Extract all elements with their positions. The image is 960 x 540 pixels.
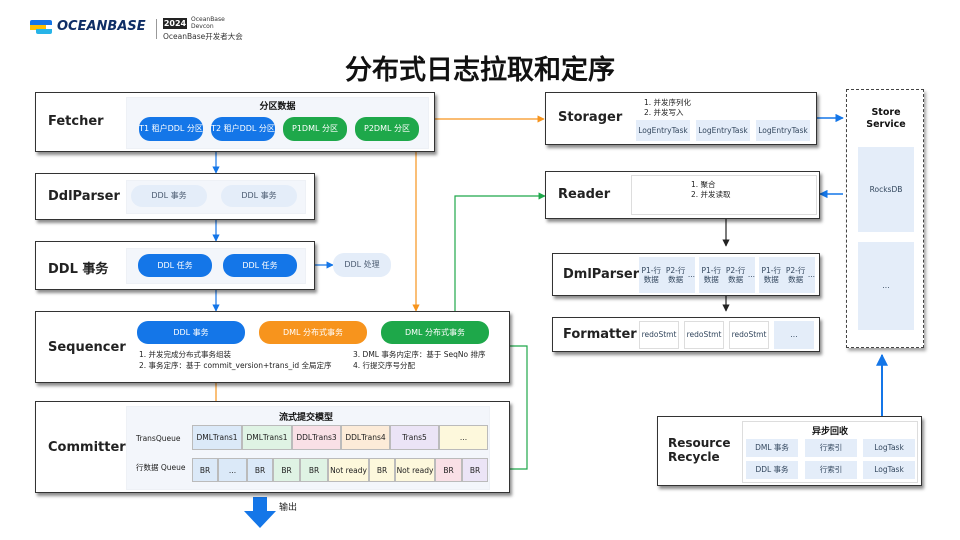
row-cell: Not ready <box>328 458 369 482</box>
sequencer-label: Sequencer <box>48 340 126 355</box>
arrow-sequencer-reader <box>454 192 546 311</box>
reader-note-1: 1. 聚合 <box>691 180 716 189</box>
storager-note-1: 1. 并发序列化 <box>644 98 692 107</box>
row-cell: Not ready <box>395 458 435 482</box>
recycle-item-5: 行索引 <box>805 461 857 479</box>
event-name: OceanBase开发者大会 <box>163 32 243 41</box>
ddltxn-item-2: DDL 任务 <box>223 254 297 277</box>
committer-rowqueue-label: 行数据 Queue <box>136 463 186 472</box>
committer-transqueue-label: TransQueue <box>136 434 181 443</box>
row-cell: BR <box>192 458 218 482</box>
sequencer-item-3: DML 分布式事务 <box>381 321 489 344</box>
committer-heading: 流式提交模型 <box>278 413 333 423</box>
row-cell: ... <box>218 458 247 482</box>
reader-box <box>631 175 817 215</box>
ddlparser-label: DdlParser <box>48 189 120 204</box>
storager-label: Storager <box>558 110 623 125</box>
ddltxn-label: DDL 事务 <box>48 262 109 277</box>
sequencer-item-2: DML 分布式事务 <box>259 321 367 344</box>
sequencer-item-1: DDL 事务 <box>137 321 245 344</box>
recycle-item-6: LogTask <box>863 461 915 479</box>
trans-cell: ... <box>439 425 488 450</box>
output-arrow-icon <box>244 497 276 528</box>
ddlparser-item-2: DDL 事务 <box>221 185 297 207</box>
ddl-process: DDL 处理 <box>333 253 391 277</box>
event-line1: OceanBase <box>191 16 225 23</box>
sequencer-note-4: 4. 行提交序号分配 <box>353 361 416 370</box>
store-item-more: ... <box>858 242 914 330</box>
formatter-label: Formatter <box>563 327 637 342</box>
row-cell: BR <box>462 458 488 482</box>
brand-logo: OCEANBASE <box>30 17 170 39</box>
ddltxn-stage: DDL 事务 DDL 任务 DDL 任务 <box>35 241 315 290</box>
store-item-rocksdb: RocksDB <box>858 147 914 232</box>
page-title: 分布式日志拉取和定序 <box>345 55 615 86</box>
sequencer-note-1: 1. 并发完成分布式事务组装 <box>139 350 232 359</box>
brand-divider <box>156 19 157 39</box>
row-cell: BR <box>273 458 300 482</box>
recycle-item-4: DDL 事务 <box>746 461 798 479</box>
fetcher-heading: 分区数据 <box>259 102 296 112</box>
row-cell: BR <box>435 458 462 482</box>
dmlparser-label: DmlParser <box>563 267 640 282</box>
ddltxn-item-1: DDL 任务 <box>138 254 212 277</box>
row-cell: BR <box>300 458 328 482</box>
formatter-item-4: ... <box>774 321 814 349</box>
trans-cell: Trans5 <box>390 425 439 450</box>
event-line2: Devcon <box>191 23 214 30</box>
logo-text: OCEANBASE <box>57 19 146 34</box>
output-label: 输出 <box>279 503 298 513</box>
recycle-heading: 异步回收 <box>811 427 848 437</box>
reader-label: Reader <box>558 187 611 202</box>
reader-note-2: 2. 并发读取 <box>691 190 731 199</box>
committer-label: Committer <box>48 440 126 455</box>
ddlparser-item-1: DDL 事务 <box>131 185 207 207</box>
row-cell: BR <box>247 458 273 482</box>
recycle-item-3: LogTask <box>863 439 915 457</box>
recycle-item-2: 行索引 <box>805 439 857 457</box>
storager-note-2: 2. 并发写入 <box>644 108 684 117</box>
sequencer-note-2: 2. 事务定序：基于 commit_version+trans_id 全局定序 <box>139 361 332 370</box>
row-cell: BR <box>369 458 395 482</box>
reader-stage: Reader 1. 聚合 2. 并发读取 <box>545 171 820 219</box>
fetcher-label: Fetcher <box>48 114 104 129</box>
recycle-item-1: DML 事务 <box>746 439 798 457</box>
sequencer-stage: Sequencer DDL 事务 DML 分布式事务 DML 分布式事务 1. … <box>35 311 510 383</box>
ddlparser-stage: DdlParser DDL 事务 DDL 事务 <box>35 173 315 220</box>
sequencer-note-3: 3. DML 事务内定序：基于 SeqNo 排序 <box>353 350 486 359</box>
logo-mark-icon <box>30 20 52 34</box>
event-year-badge: 2024 <box>163 18 187 29</box>
